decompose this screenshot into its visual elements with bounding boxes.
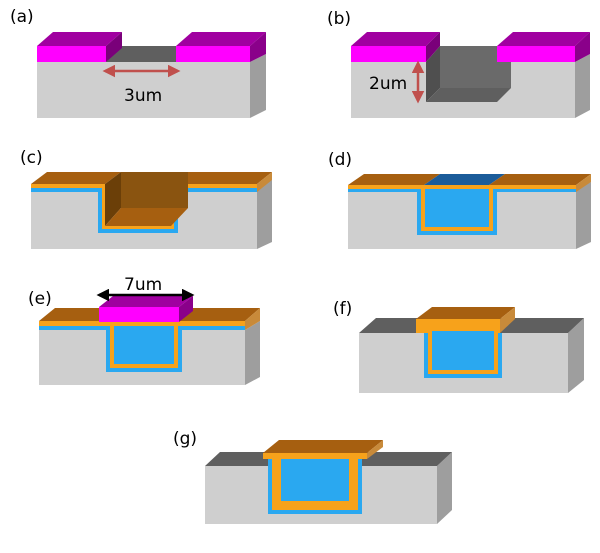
mask-front (99, 307, 179, 322)
copper-top-right (172, 172, 272, 184)
mask-left-front (351, 46, 426, 62)
trench-floor (105, 208, 188, 226)
opening-surface (106, 46, 190, 62)
orange-cap-front (263, 453, 367, 459)
trench-back-wall (121, 172, 188, 208)
blue-liner-top-right (497, 189, 576, 192)
panel-e-label: (e) (28, 289, 52, 309)
mask-right-front (497, 46, 575, 62)
substrate-side (568, 318, 584, 393)
trench-fill (432, 331, 494, 370)
panel-d-label: (d) (328, 150, 352, 170)
substrate-side (257, 180, 272, 249)
panel-c: (c) (20, 148, 272, 249)
mask-right-side (575, 32, 590, 62)
side-liner (576, 174, 591, 192)
blue-liner-top-right (182, 326, 245, 330)
blue-liner-top-left (39, 326, 106, 330)
orange-liner-left (31, 184, 105, 188)
mask-left-top (351, 32, 440, 46)
panel-e: (e) 7um (28, 275, 260, 385)
mask-top (99, 296, 193, 307)
panel-c-label: (c) (20, 148, 43, 168)
substrate-side (245, 321, 260, 385)
panel-a-label: (a) (10, 7, 34, 27)
substrate-front (351, 62, 575, 118)
mask-right-top (176, 32, 266, 46)
orange-liner-top (348, 185, 576, 189)
copper-top-left (31, 172, 121, 184)
blue-liner-right (178, 188, 257, 192)
panel-a: (a) 3um (10, 7, 266, 118)
substrate-front (31, 192, 257, 249)
blue-liner-left (31, 188, 98, 192)
panel-d: (d) (328, 150, 591, 249)
cap-side (367, 440, 383, 459)
panel-b: (b) 2um (327, 9, 590, 118)
mask-right-front (176, 46, 250, 62)
mask-left-front (37, 46, 106, 62)
substrate-side (575, 54, 590, 118)
panel-g: (g) (173, 429, 452, 524)
substrate-side (576, 182, 591, 249)
panel-b-label: (b) (327, 9, 351, 29)
side-liner (245, 308, 260, 330)
copper-top-right (489, 174, 591, 185)
dimension-label-3um: 3um (124, 86, 162, 106)
panel-g-label: (g) (173, 429, 197, 449)
trench-left-wall (426, 46, 440, 102)
mask-side (179, 296, 193, 322)
copper-top-left (348, 174, 440, 185)
dimension-label-2um: 2um (369, 74, 407, 94)
mask-right-top (497, 32, 590, 46)
dimension-label-7um: 7um (124, 275, 162, 295)
panel-f-label: (f) (333, 299, 352, 319)
trench-fill (281, 459, 349, 501)
mask-left-top (37, 32, 122, 46)
orange-liner-right (172, 184, 257, 188)
blue-top (424, 174, 505, 185)
trench-fill (425, 189, 489, 227)
side-liner (257, 172, 272, 192)
trench-floor (426, 88, 511, 102)
cap-side (500, 307, 515, 333)
substrate-side (437, 452, 452, 524)
copper-cap-top (416, 307, 515, 319)
mask-left-side (106, 32, 122, 62)
trench-fill (114, 326, 174, 364)
blue-liner-top-left (348, 189, 417, 192)
trench-back-wall (440, 46, 511, 88)
panel-f: (f) (333, 299, 584, 393)
copper-cap-top (263, 440, 383, 453)
substrate-side (250, 54, 266, 118)
orange-liner-top (39, 321, 245, 326)
orange-cap-front (416, 319, 500, 333)
mask-right-side (250, 32, 266, 62)
mask-left-side (426, 32, 440, 62)
